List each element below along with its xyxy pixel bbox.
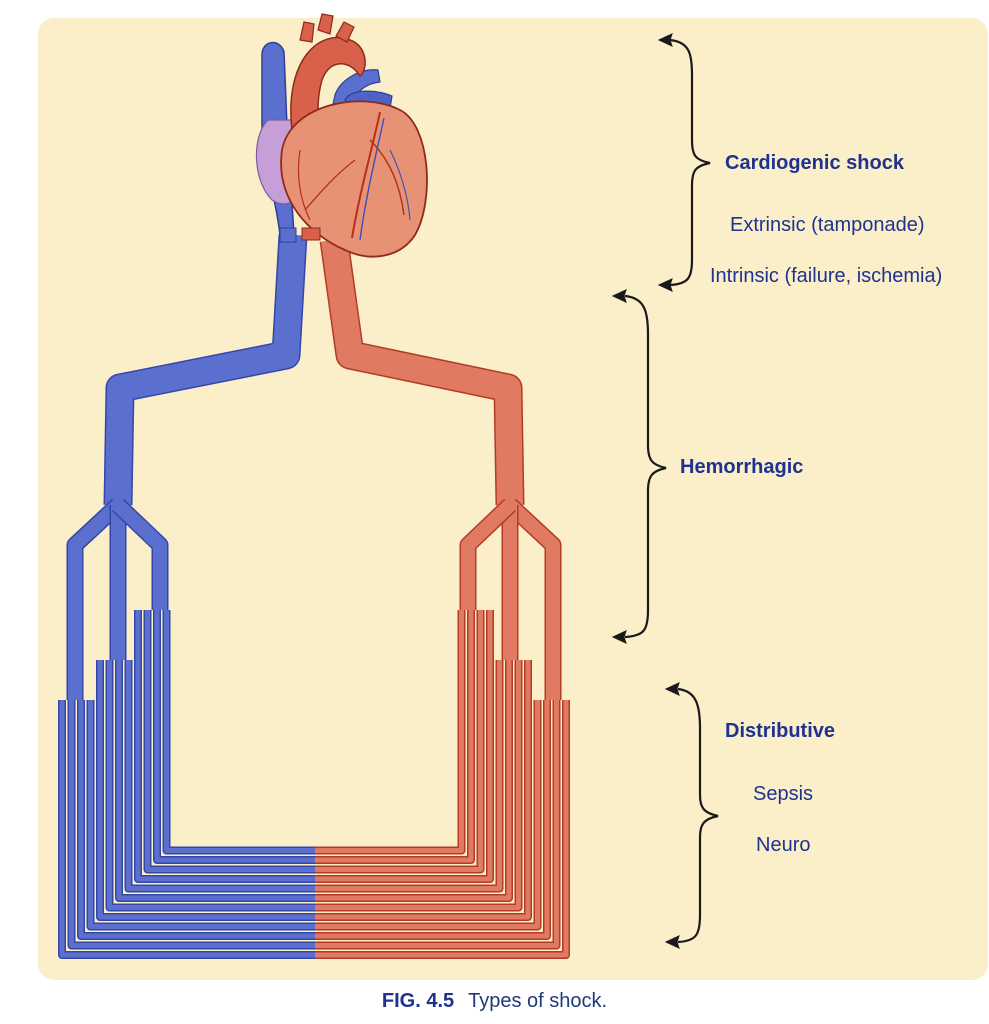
arteriole-11 — [315, 610, 464, 853]
venule-10-outline — [153, 610, 315, 864]
venule-9 — [145, 610, 315, 872]
venule-0 — [59, 700, 315, 958]
venule-11 — [164, 610, 315, 853]
vena-cava-trunk — [105, 234, 306, 506]
distributive-title: Distributive — [725, 720, 836, 742]
venule-8 — [135, 610, 315, 882]
arteriole-4 — [315, 660, 531, 920]
artery-branch-right — [505, 499, 560, 700]
vein-branch-right — [113, 499, 167, 610]
vessel-tree — [58, 234, 570, 959]
hemorrhagic-title: Hemorrhagic — [680, 456, 804, 478]
venule-10 — [154, 610, 315, 863]
figure-caption: FIG. 4.5 Types of shock. — [0, 990, 989, 1013]
venule-3 — [88, 700, 315, 929]
arteriole-8 — [315, 610, 493, 882]
venule-9-outline — [143, 610, 315, 874]
arteriole-9 — [315, 610, 483, 872]
venule-5 — [107, 660, 315, 910]
cardiogenic-intrinsic-label: Intrinsic (failure, ischemia) — [710, 265, 943, 287]
arteriole-3 — [315, 700, 540, 929]
arteriole-1 — [315, 700, 559, 948]
arteriole-11-outline — [315, 610, 466, 855]
brace-hemorrhagic — [611, 289, 667, 644]
venule-3-outline — [86, 700, 315, 931]
heart-illustration — [255, 13, 428, 258]
distributive-neuro-label: Neuro — [756, 834, 811, 856]
cardiogenic-shock-title: Cardiogenic shock — [725, 152, 904, 174]
arteriole-5 — [315, 660, 521, 910]
venule-11-outline — [162, 610, 315, 855]
venule-6 — [116, 660, 315, 901]
arteriole-9-outline — [315, 610, 485, 874]
venule-2 — [78, 700, 315, 939]
venule-1 — [69, 700, 315, 948]
aorta-trunk — [321, 238, 523, 506]
venule-7 — [126, 660, 315, 891]
figure-number: FIG. 4.5 — [381, 990, 455, 1012]
brace-distributive — [664, 682, 719, 949]
cardiogenic-extrinsic-label: Extrinsic (tamponade) — [730, 214, 925, 236]
arteriole-10-outline — [315, 610, 475, 864]
arteriole-6 — [315, 660, 512, 901]
distributive-sepsis-label: Sepsis — [753, 783, 814, 805]
vein-branch-left — [68, 499, 123, 700]
arteriole-2 — [315, 700, 550, 939]
arteriole-3-outline — [315, 700, 542, 931]
figure-caption-text: Types of shock. — [468, 990, 608, 1012]
arteriole-10 — [315, 610, 474, 863]
venule-4 — [97, 660, 315, 920]
arteriole-7 — [315, 660, 502, 891]
arteriole-0 — [315, 700, 569, 958]
artery-branch-left — [461, 499, 515, 610]
brace-cardiogenic — [657, 33, 711, 292]
